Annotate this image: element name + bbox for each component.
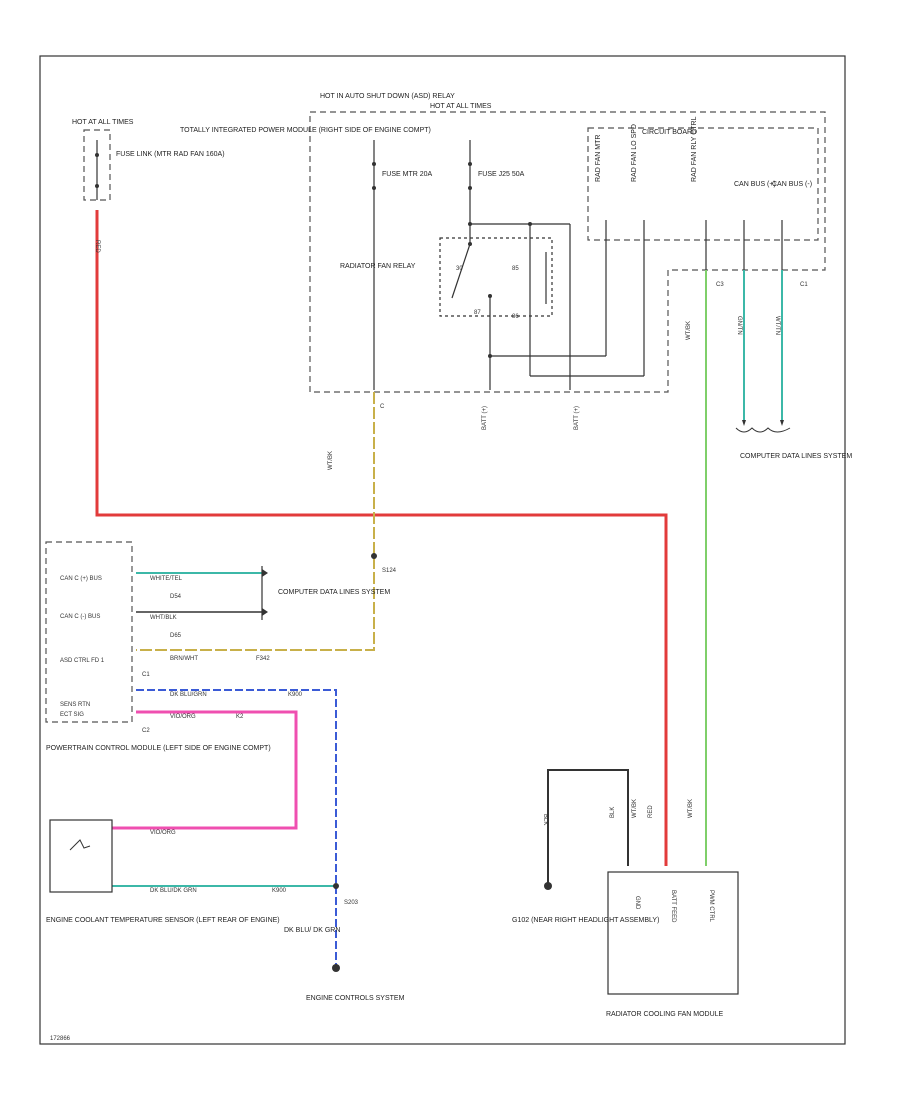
wire-label-ect-b: K2 [236, 714, 244, 720]
label-fuse-mtr: FUSE MTR 20A [382, 171, 433, 178]
label-computer-data-lines-top: COMPUTER DATA LINES SYSTEM [740, 453, 852, 460]
label-can-bus-minus: CAN BUS (-) [772, 181, 812, 188]
label-fuse-j25: FUSE J25 50A [478, 171, 525, 178]
wire-label-fan-gnd: BLK [542, 814, 548, 825]
label-hot-all-times-1: HOT AT ALL TIMES [72, 119, 134, 126]
label-ect-sensor: ENGINE COOLANT TEMPERATURE SENSOR (LEFT … [46, 917, 280, 924]
label-pcm-name: POWERTRAIN CONTROL MODULE (LEFT SIDE OF … [46, 745, 271, 752]
pink-wire [112, 710, 298, 830]
diagram-frame [39, 55, 846, 1045]
ect-sensor-symbol [69, 839, 91, 851]
label-batt-1: BATT (+) [482, 406, 488, 430]
wire-label-pcm-can-2: WHT/BLK [150, 615, 177, 621]
label-can-bus-plus: CAN BUS (+) [734, 181, 776, 188]
wire-label-pcm-can-1: WHITE/TEL [150, 576, 183, 582]
red-wire [95, 210, 668, 866]
label-pcm-can-c-plus: CAN C (+) BUS [60, 576, 102, 582]
wire-label-ect2-left: DK BLU/DK GRN [150, 888, 197, 894]
wire-label-ect: VIO/ORG [170, 714, 196, 720]
label-engine-controls: ENGINE CONTROLS SYSTEM [306, 995, 405, 1002]
tipm-box [309, 111, 826, 393]
wire-label-pcm-can-2b: D65 [170, 633, 182, 639]
text-labels: HOT AT ALL TIMES FUSE LINK (MTR RAD FAN … [46, 93, 852, 1042]
label-fuse-link: FUSE LINK (MTR RAD FAN 160A) [116, 151, 225, 158]
ect-sensor-box [49, 819, 113, 893]
label-pcm-sens-rtn: SENS RTN [60, 702, 90, 708]
wire-label-fan-4: WT/BK [688, 799, 694, 818]
wire-label-pcm-can-1b: D54 [170, 594, 182, 600]
label-rad-fan-rly-ctrl: RAD FAN RLY CTRL [691, 116, 698, 182]
label-pcm-ect-sig: ECT SIG [60, 712, 84, 718]
wire-label-fan-3: RED [648, 805, 654, 818]
fuse-link-symbol [83, 129, 111, 201]
wire-label-tan: WT/BK [328, 451, 334, 470]
label-radiator-fan-relay: RADIATOR FAN RELAY [340, 263, 416, 270]
label-tipm: TOTALLY INTEGRATED POWER MODULE (RIGHT S… [180, 127, 431, 134]
label-computer-data-lines-left: COMPUTER DATA LINES SYSTEM [278, 589, 390, 596]
label-c3: C3 [716, 282, 724, 288]
label-c: C [380, 404, 385, 410]
wire-label-sens: DK BLU/GRN [170, 692, 207, 698]
label-s124: S124 [382, 568, 397, 574]
label-hot-all-times-2: HOT AT ALL TIMES [430, 103, 492, 110]
label-fan-pwm-ctrl: PWM CTRL [708, 890, 714, 923]
label-relay-87: 87 [474, 310, 481, 316]
wire-label-ect-left: VIO/ORG [150, 830, 176, 836]
label-c1-top: C1 [800, 282, 808, 288]
fan-module-box [607, 871, 739, 995]
label-pcm-c1: C1 [142, 672, 150, 678]
wire-label-asd: BRN/WHT [170, 656, 198, 662]
label-pcm-asd-ctrl: ASD CTRL FD 1 [60, 658, 105, 664]
label-relay-86: 86 [512, 314, 519, 320]
label-s203: S203 [344, 900, 359, 906]
tan-wire [136, 392, 375, 651]
label-pcm-c2: C2 [142, 728, 150, 734]
label-fan-batt-feed: BATT FEED [670, 890, 676, 923]
label-wire-bottom-color: DK BLU/ DK GRN [284, 927, 340, 934]
label-pcm-can-c-minus: CAN C (-) BUS [60, 614, 100, 620]
label-fig-id: 172866 [50, 1036, 71, 1042]
wire-label-can-2: WT/TN [774, 316, 780, 335]
wire-label-red: RED [94, 240, 100, 253]
wire-label-fan-2: WT/BK [632, 799, 638, 818]
tipm-internal-wiring [372, 140, 783, 390]
label-batt-2: BATT (+) [574, 406, 580, 430]
label-rad-fan-mtr: RAD FAN MTR [595, 135, 602, 182]
label-fan-gnd: GND [634, 896, 640, 910]
label-ground-g102: G102 (NEAR RIGHT HEADLIGHT ASSEMBLY) [512, 917, 659, 924]
pcm-box [45, 541, 133, 723]
wire-label-ect2-code: K900 [272, 888, 287, 894]
blue-wire [136, 689, 337, 968]
fan-ground-wire [547, 769, 629, 886]
wire-label-can-1: GN/TN [736, 316, 742, 335]
circuit-board-box [587, 127, 819, 241]
label-relay-85: 85 [512, 266, 519, 272]
wire-label-sens-b: K900 [288, 692, 303, 698]
label-rad-fan-lo-spd: RAD FAN LO SPD [631, 124, 638, 182]
label-radiator-fan-module: RADIATOR COOLING FAN MODULE [606, 1011, 724, 1018]
label-relay-30: 30 [456, 266, 463, 272]
wire-label-green: WT/BK [686, 321, 692, 340]
label-circuit-board: CIRCUIT BOARD [642, 129, 697, 136]
wire-label-fan-1: BLK [610, 807, 616, 818]
connector-markers [261, 420, 791, 972]
wire-label-tan-code: F342 [256, 656, 270, 662]
label-hot-auto-shutdown: HOT IN AUTO SHUT DOWN (ASD) RELAY [320, 93, 455, 100]
